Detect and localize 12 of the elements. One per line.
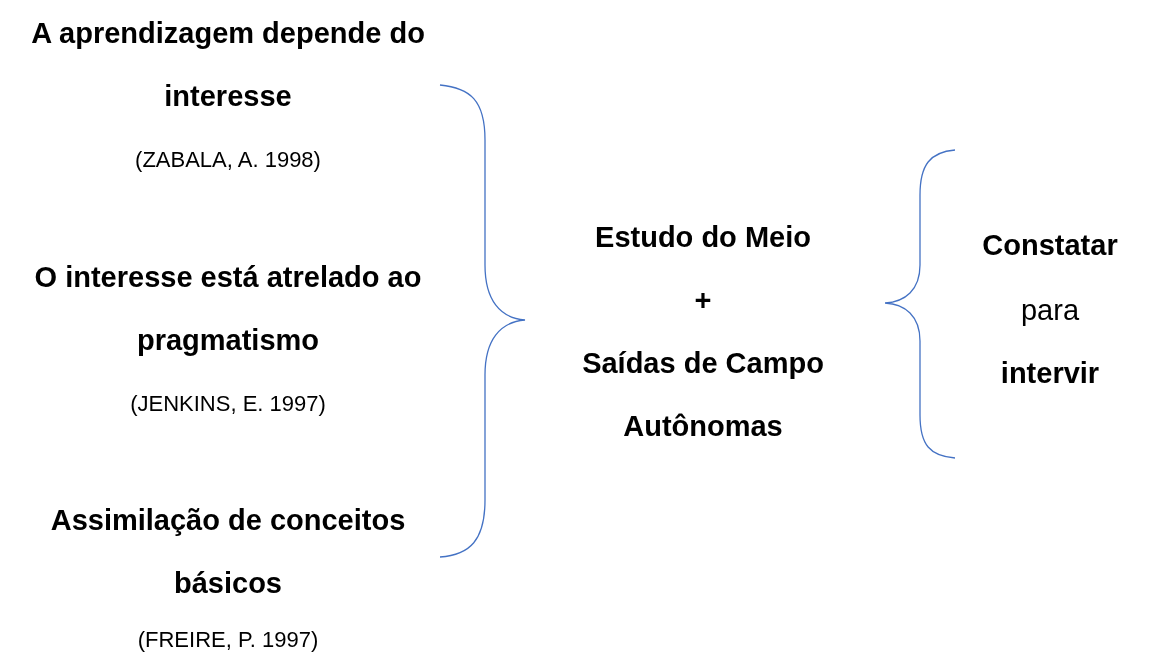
plus-sign: + <box>693 283 713 318</box>
heading-text: A aprendizagem depende do interesse <box>30 16 426 114</box>
heading-text: Estudo do Meio <box>594 220 812 255</box>
heading-text: O interesse está atrelado ao pragmatismo <box>33 260 423 358</box>
heading-text: Assimilação de conceitos básicos <box>49 503 407 601</box>
heading-text: intervir <box>999 356 1101 391</box>
heading-text: Constatar <box>981 228 1119 263</box>
citation-text: (FREIRE, P. 1997) <box>136 626 320 654</box>
heading-text: Saídas de Campo Autônomas <box>581 346 825 444</box>
connector-word: para <box>1019 293 1080 328</box>
citation-text: (ZABALA, A. 1998) <box>134 146 322 174</box>
citation-text: (JENKINS, E. 1997) <box>129 390 327 418</box>
